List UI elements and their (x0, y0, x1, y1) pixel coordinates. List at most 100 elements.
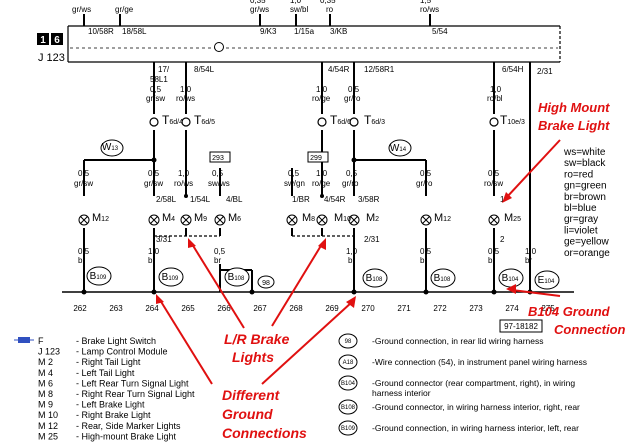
connector-label: 3/KB (330, 27, 347, 36)
wire-label: ro/sw (484, 179, 503, 188)
ground-legend-symbol (338, 375, 358, 391)
legend-description: - Right Rear Turn Signal Light (76, 389, 195, 399)
wire-label: ro/ws (174, 179, 193, 188)
module-box-1 (37, 33, 49, 45)
connector-label: 1/BR (292, 195, 310, 204)
lamp-label: M6 (228, 212, 241, 224)
wire-label: 0,5 (212, 169, 224, 178)
wire-label: ro/ws (420, 5, 439, 14)
wire-label: br (348, 256, 355, 265)
lamp-label: M12 (92, 212, 109, 224)
wire-label: br (525, 256, 532, 265)
wire-label: gr/ro (342, 179, 359, 188)
ground-legend-description: -Wire connection (54), in instrument pan… (372, 357, 587, 367)
junction-dots (81, 157, 533, 295)
wire-label: sw/gn (284, 179, 305, 188)
wire-label: gr/sw (146, 94, 165, 103)
module-num-1: 1 (40, 35, 46, 46)
annotation-different-ground: Different Ground Connections (222, 387, 307, 441)
wire-label: 0,35 (250, 0, 266, 5)
wire-label: 0,5 (288, 169, 300, 178)
legend-description: - Left Rear Turn Signal Light (76, 378, 189, 388)
wire-label: 0,5 (214, 247, 226, 256)
wire-label: ro/ge (312, 179, 331, 188)
legend-description: - Brake Light Switch (76, 336, 156, 346)
annotation-different-ground-line2: Ground (222, 406, 273, 422)
wire-label: 1,0 (290, 0, 302, 5)
color-key-item: ws=white (563, 147, 606, 158)
wire-label: 1,0 (346, 247, 358, 256)
legend-code: M 8 (38, 389, 53, 399)
ground-legend-description: harness interior (372, 388, 431, 398)
wire-label: 0,5 (488, 247, 500, 256)
legend-description: - Rear, Side Marker Lights (76, 421, 181, 431)
color-key-item: gr=gray (564, 214, 598, 225)
connector-label: 1/54L (190, 195, 211, 204)
ground-badge-label: B108 (434, 273, 451, 284)
wire-label: 0,5 (420, 247, 432, 256)
connector-label: 10/58R (88, 27, 114, 36)
legend-description: - Left Tail Light (76, 368, 135, 378)
ground-badge-label: E104 (538, 275, 555, 286)
legend-description: - Lamp Control Module (76, 347, 168, 357)
mini-box-label: 293 (212, 155, 224, 162)
annotation-lr-brake: L/R Brake Lights (224, 331, 290, 365)
ground-legend: 98 -Ground connection, in rear lid wiring… (338, 333, 587, 436)
ground-legend-description: -Ground connection, in rear lid wiring h… (372, 336, 544, 346)
legend-description: - Right Tail Light (76, 357, 141, 367)
fuse-icon (14, 337, 34, 343)
ground-badge-label: B104 (502, 273, 519, 284)
ground-legend-symbol-label: A18 (343, 360, 354, 366)
connector-label: 2/58L (156, 195, 177, 204)
badge-shapes (86, 139, 560, 333)
wire-label: sw/ws (208, 179, 230, 188)
wire-label: 1,0 (316, 169, 328, 178)
track-number: 271 (397, 304, 411, 313)
connector-label: 8/54L (194, 65, 215, 74)
mid-wire-labels: 0,5gr/sw0,5gr/sw1,0ro/ws0,5sw/ws0,5sw/gn… (74, 169, 503, 188)
wire-label: 0,5 (420, 169, 432, 178)
connector-label: 1/15a (294, 27, 315, 36)
ground-badge-label: B109 (162, 272, 179, 283)
track-number: 272 (433, 304, 447, 313)
track-number: 268 (289, 304, 303, 313)
lamp-icons (78, 214, 500, 226)
t-connectors (149, 117, 499, 127)
ground-legend-description: -Ground connector, in wiring harness int… (372, 402, 580, 412)
upper-wire-labels: 0,5gr/sw1,0ro/ws1,0ro/ge0,5gr/ro1,0ro/bl (146, 85, 503, 103)
track-number: 262 (73, 304, 87, 313)
color-key-item: bl=blue (564, 203, 597, 214)
annotation-b104-line2: Connection (554, 322, 626, 337)
track-number: 266 (217, 304, 231, 313)
module-num-2: 6 (54, 35, 60, 46)
connector-label: 5/54 (432, 27, 448, 36)
ground-badge-label: B109 (90, 271, 107, 282)
annotation-different-ground-line1: Different (222, 387, 281, 403)
track-number: 275 (541, 304, 555, 313)
track-number: 264 (145, 304, 159, 313)
track-number: 269 (325, 304, 339, 313)
t-connector-label: T6d/6 (330, 113, 351, 127)
color-key-item: br=brown (564, 192, 606, 203)
connector-label: 3/31 (156, 235, 172, 244)
reference-code: 97-18182 (504, 322, 538, 331)
legend-code: M 12 (38, 421, 58, 431)
module-code: J 123 (38, 52, 65, 64)
lamp-label: M25 (504, 212, 521, 224)
lamp-label: M10 (334, 212, 351, 224)
color-key-item: ro=red (564, 169, 593, 180)
wire-label: 0,35 (320, 0, 336, 5)
ground-legend-symbol-label: 98 (345, 339, 352, 345)
badge-98-label: 98 (262, 280, 270, 287)
legend-code: M 4 (38, 368, 53, 378)
legend-code: M 10 (38, 410, 58, 420)
w-badge-label: W14 (390, 143, 407, 154)
legend-description: - Left Brake Light (76, 400, 145, 410)
wire-label: 0,5 (78, 169, 90, 178)
